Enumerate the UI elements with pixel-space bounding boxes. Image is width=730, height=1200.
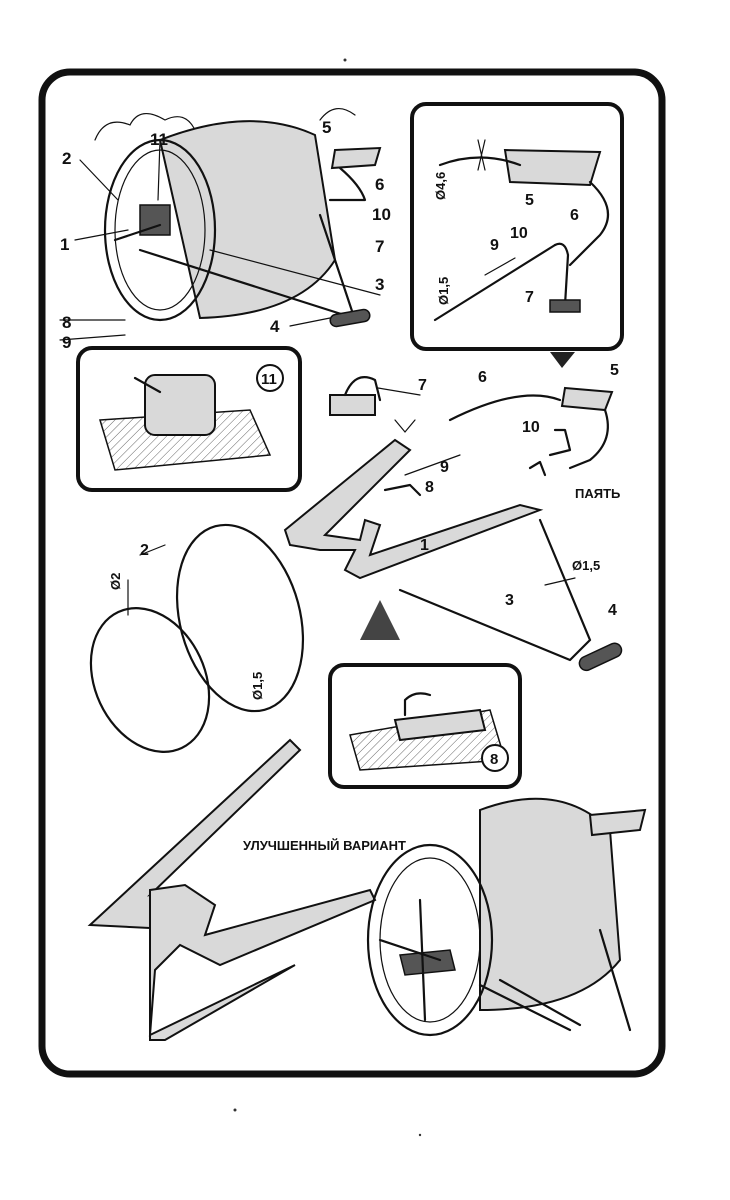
label-7b: 7: [418, 377, 427, 394]
detail-inset-control-horn: Ø4,6 Ø1,5 5 6 9 10 7: [410, 102, 624, 351]
dim-1-5-ring: Ø1,5: [250, 672, 265, 700]
label-8: 8: [62, 313, 71, 332]
label-3b: 3: [505, 592, 514, 609]
label-3: 3: [375, 275, 384, 294]
label-1b: 1: [420, 537, 429, 554]
solder-label: ПАЯТЬ: [575, 486, 620, 501]
label-2: 2: [62, 149, 71, 168]
parts-exploded: 7 6 5 10 ПАЯТЬ 9 8 1 Ø1,5 3 4: [283, 362, 623, 672]
label-6: 6: [375, 175, 384, 194]
label-4b: 4: [608, 602, 617, 619]
dim-2: Ø2: [108, 573, 123, 590]
dim-1-5-inset: Ø1,5: [436, 277, 451, 305]
label-8b: 8: [425, 479, 434, 496]
label-10: 10: [372, 205, 391, 224]
dim-1-5-rod: Ø1,5: [572, 558, 600, 573]
label-6b: 6: [478, 369, 487, 386]
label-1: 1: [60, 235, 69, 254]
rings-frame-2: Ø2 Ø1,5 2: [89, 523, 305, 753]
page-border: [38, 68, 666, 1078]
label-9: 9: [62, 333, 71, 352]
inset-11-badge: 11: [261, 371, 277, 388]
inset-label-7: 7: [525, 289, 534, 306]
label-9b: 9: [440, 459, 449, 476]
improved-variant-title: УЛУЧШЕННЫЙ ВАРИАНТ: [243, 838, 406, 853]
inset-label-10: 10: [510, 225, 528, 242]
label-5b: 5: [610, 362, 619, 379]
label-2b: 2: [140, 542, 149, 559]
detail-inset-11: 11: [76, 346, 302, 492]
inset-label-9: 9: [490, 237, 499, 254]
improved-variant: УЛУЧШЕННЫЙ ВАРИАНТ: [87, 738, 647, 1041]
inset-label-6: 6: [570, 207, 579, 224]
label-10b: 10: [522, 419, 540, 436]
label-11: 11: [150, 130, 168, 149]
dim-4-6: Ø4,6: [433, 172, 448, 200]
inset-8-badge: 8: [490, 751, 498, 768]
duct-assembly: 2 11 1 8 9 4 5 6 10 7 3: [59, 108, 391, 352]
detail-inset-8: 8: [328, 663, 522, 789]
label-5: 5: [322, 118, 331, 137]
inset-label-5: 5: [525, 192, 534, 209]
label-4: 4: [270, 317, 280, 336]
label-7: 7: [375, 237, 384, 256]
